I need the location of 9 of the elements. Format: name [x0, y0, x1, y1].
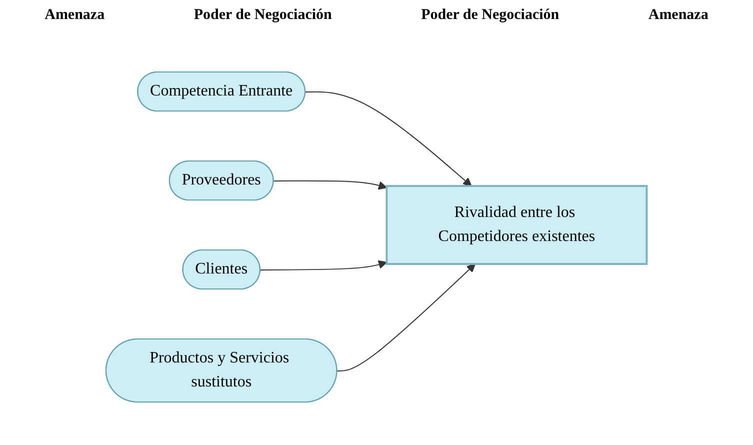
- arrow: [336, 264, 476, 372]
- arrow: [260, 260, 388, 270]
- annotation-text: Amenaza: [648, 6, 708, 24]
- arrow: [305, 91, 472, 186]
- arrow: [273, 180, 388, 190]
- annotation-text: Poder de Negociación: [421, 6, 560, 24]
- node-box: Rivalidad entre los Competidores existentes: [386, 185, 648, 265]
- annotation-text: Poder de Negociación: [194, 6, 332, 24]
- annotation-text: Amenaza: [44, 6, 105, 24]
